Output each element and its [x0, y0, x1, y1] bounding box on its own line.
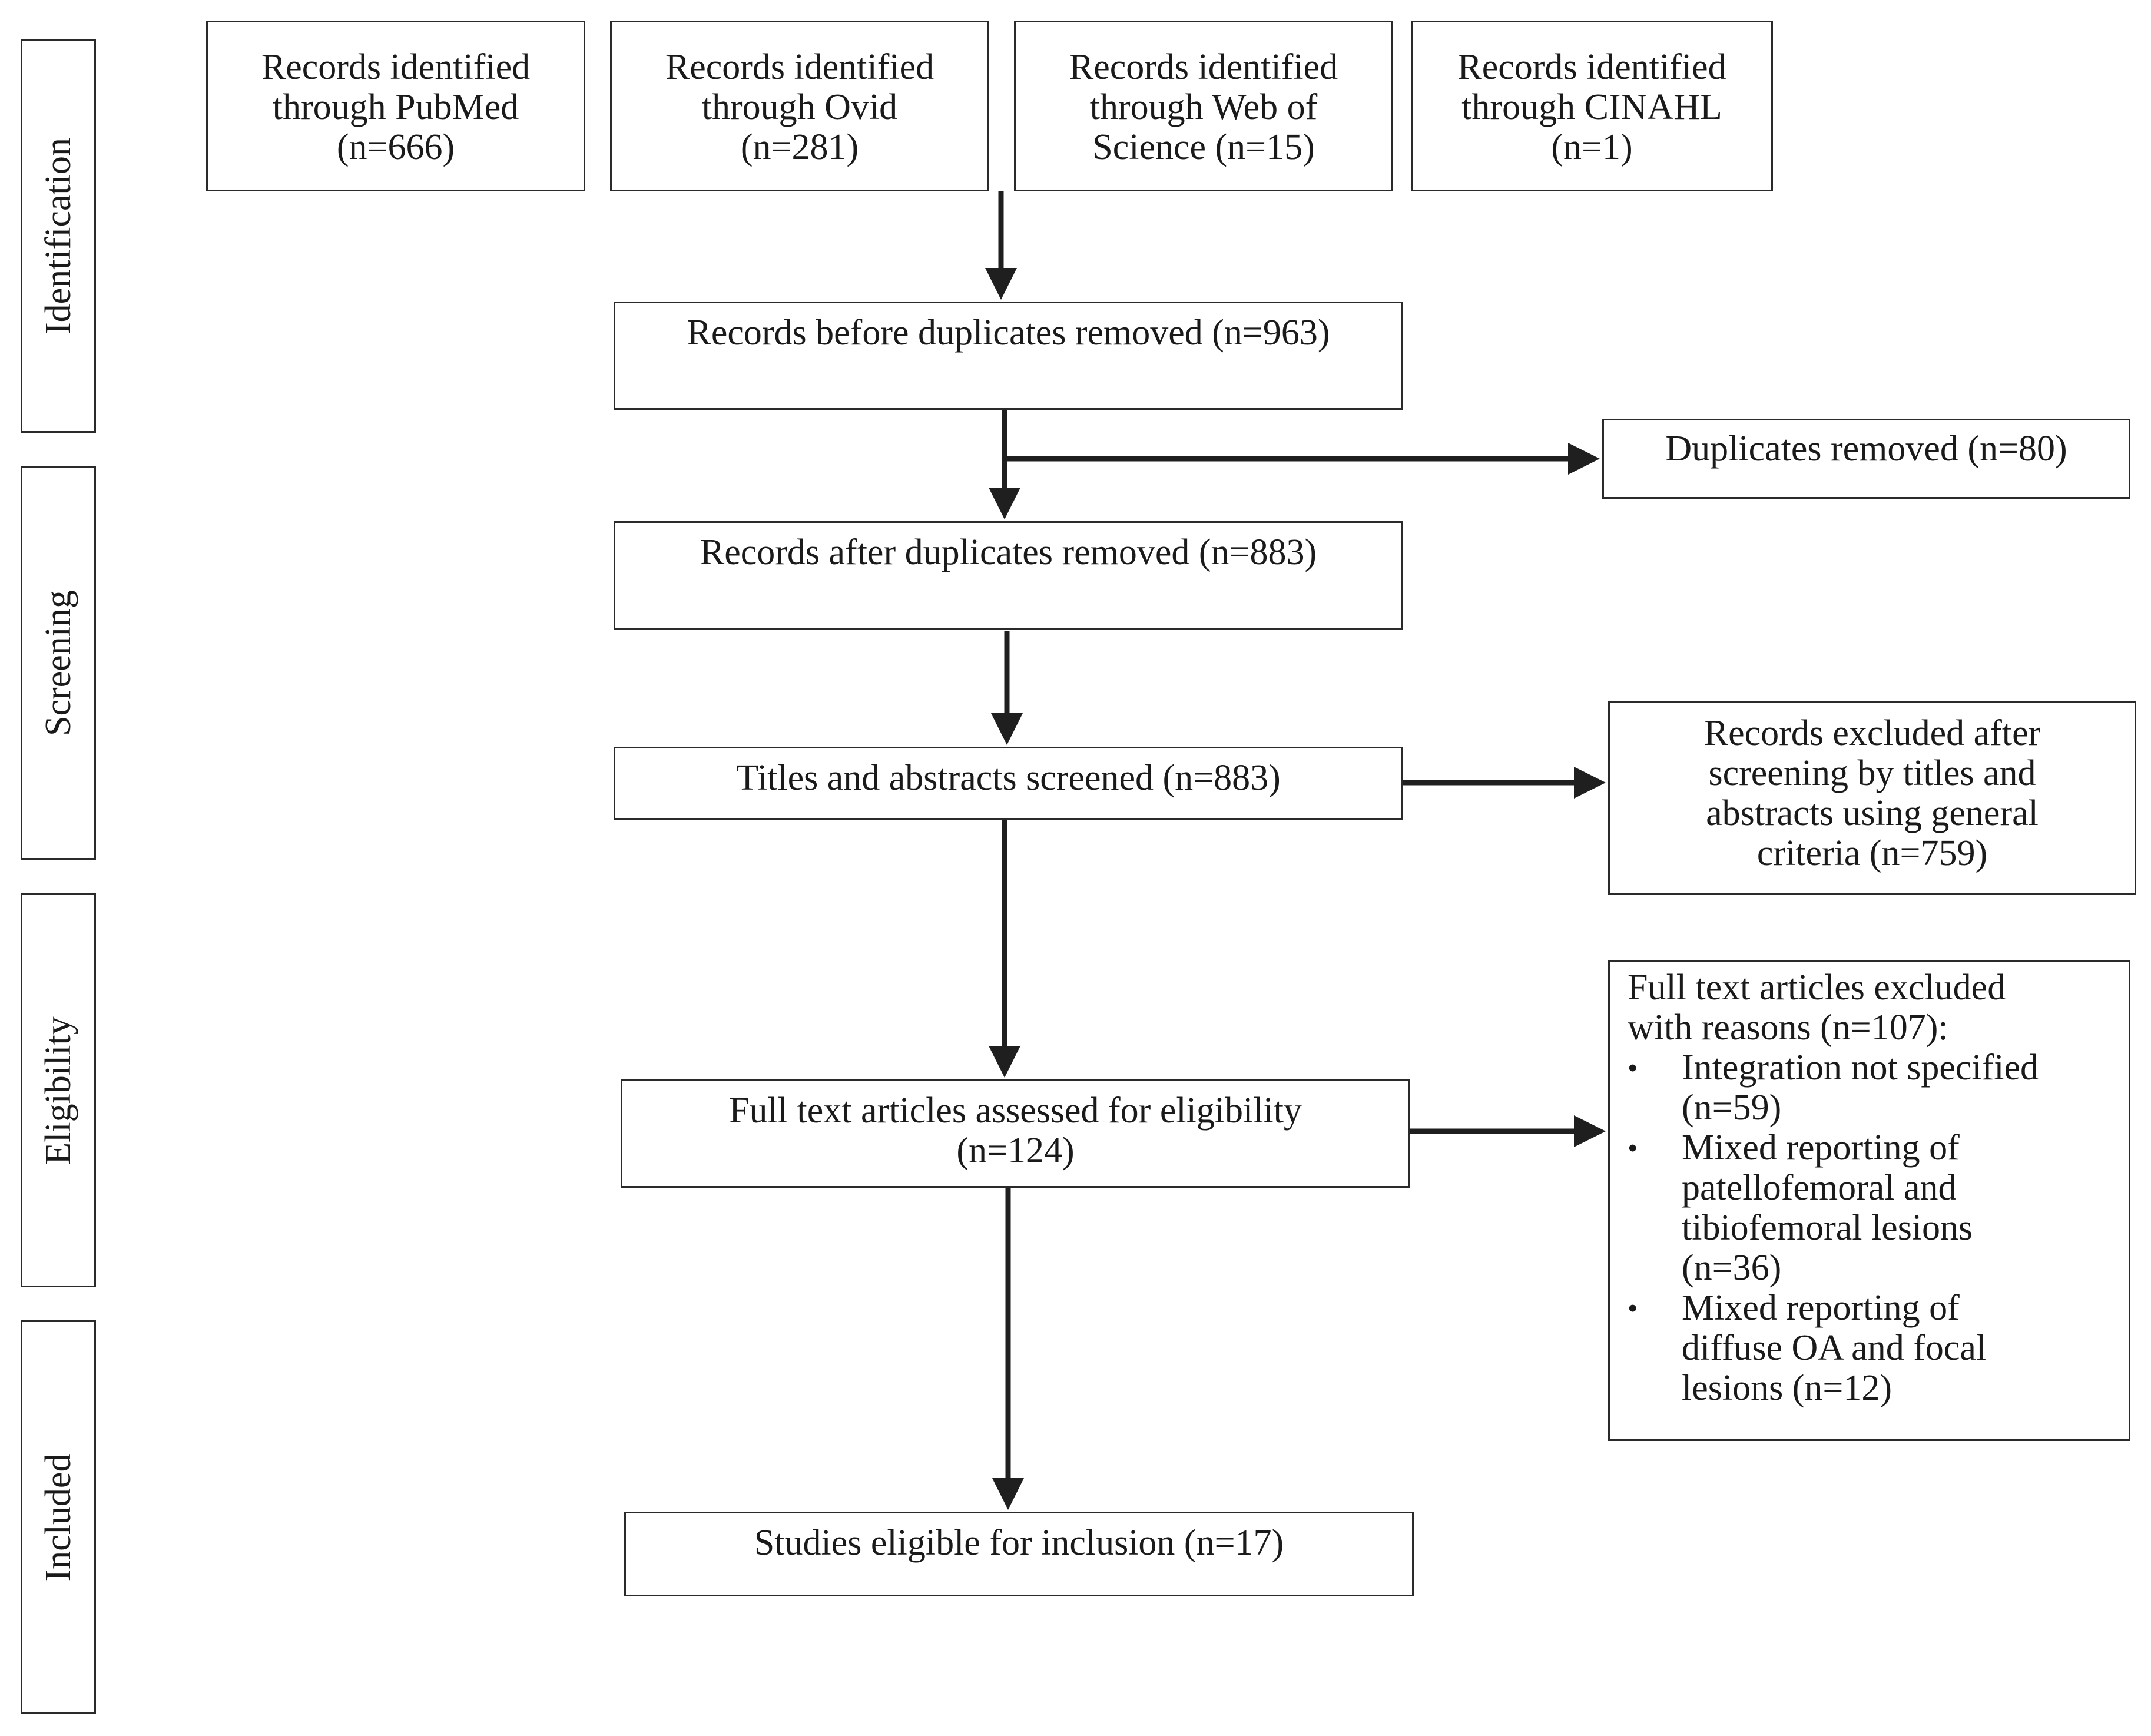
- records-after-duplicates-box: Records after duplicates removed (n=883): [614, 521, 1403, 630]
- titles-abstracts-screened-box: Titles and abstracts screened (n=883): [614, 747, 1403, 820]
- phase-included: Included: [21, 1320, 96, 1714]
- exclusion-reason-3-line-2: diffuse OA and focal: [1682, 1328, 1987, 1368]
- fulltext-excluded-header-line-2: with reasons (n=107):: [1628, 1008, 1948, 1048]
- phase-screening: Screening: [21, 466, 96, 860]
- fulltext-assessed-line-2: (n=124): [956, 1131, 1075, 1171]
- source-pubmed-box: Records identified through PubMed (n=666…: [206, 21, 585, 191]
- screening-excluded-line-1: Records excluded after: [1703, 713, 2041, 753]
- source-cinahl-line-3: (n=1): [1551, 127, 1633, 167]
- records-before-duplicates-text: Records before duplicates removed (n=963…: [687, 313, 1330, 353]
- duplicates-removed-box: Duplicates removed (n=80): [1602, 419, 2130, 499]
- source-ovid-line-3: (n=281): [740, 127, 859, 167]
- fulltext-excluded-header-line-1: Full text articles excluded: [1628, 968, 2006, 1008]
- exclusion-reason-3-line-1: Mixed reporting of: [1682, 1288, 1960, 1328]
- fulltext-assessed-line-1: Full text articles assessed for eligibil…: [729, 1091, 1302, 1131]
- exclusion-reason-1-line-2: (n=59): [1682, 1088, 1782, 1128]
- source-cinahl-line-2: through CINAHL: [1461, 87, 1722, 127]
- screening-excluded-line-3: abstracts using general: [1706, 793, 2039, 833]
- exclusion-reasons-list: Integration not specified (n=59) Mixed r…: [1628, 1048, 2117, 1408]
- source-wos-line-2: through Web of: [1089, 87, 1318, 127]
- source-pubmed-line-3: (n=666): [336, 127, 455, 167]
- source-pubmed-line-1: Records identified: [261, 47, 531, 87]
- exclusion-reason-3-line-3: lesions (n=12): [1682, 1368, 1892, 1408]
- exclusion-reason-2-line-2: patellofemoral and: [1682, 1168, 1957, 1208]
- phase-identification: Identification: [21, 39, 96, 433]
- source-ovid-line-2: through Ovid: [701, 87, 898, 127]
- exclusion-reason-2-line-1: Mixed reporting of: [1682, 1128, 1960, 1168]
- exclusion-reason-item: Integration not specified (n=59): [1628, 1048, 2117, 1128]
- phase-eligibility: Eligibility: [21, 893, 96, 1287]
- records-before-duplicates-box: Records before duplicates removed (n=963…: [614, 302, 1403, 410]
- source-ovid-box: Records identified through Ovid (n=281): [610, 21, 989, 191]
- screening-excluded-line-2: screening by titles and: [1708, 753, 2036, 793]
- source-ovid-line-1: Records identified: [665, 47, 934, 87]
- fulltext-excluded-box: Full text articles excluded with reasons…: [1608, 960, 2130, 1441]
- studies-included-text: Studies eligible for inclusion (n=17): [754, 1523, 1284, 1563]
- source-cinahl-line-1: Records identified: [1457, 47, 1726, 87]
- exclusion-reason-2-line-3: tibiofemoral lesions: [1682, 1208, 1973, 1248]
- source-wos-line-1: Records identified: [1069, 47, 1338, 87]
- fulltext-assessed-box: Full text articles assessed for eligibil…: [621, 1079, 1410, 1188]
- studies-included-box: Studies eligible for inclusion (n=17): [624, 1512, 1414, 1596]
- exclusion-reason-2-line-4: (n=36): [1682, 1248, 1782, 1288]
- duplicates-removed-text: Duplicates removed (n=80): [1665, 429, 2067, 469]
- screening-excluded-line-4: criteria (n=759): [1756, 833, 1988, 873]
- source-pubmed-line-2: through PubMed: [272, 87, 519, 127]
- source-cinahl-box: Records identified through CINAHL (n=1): [1411, 21, 1773, 191]
- screening-excluded-box: Records excluded after screening by titl…: [1608, 701, 2136, 895]
- exclusion-reason-1-line-1: Integration not specified: [1682, 1048, 2039, 1088]
- source-wos-box: Records identified through Web of Scienc…: [1014, 21, 1393, 191]
- exclusion-reason-item: Mixed reporting of diffuse OA and focal …: [1628, 1288, 2117, 1408]
- source-wos-line-3: Science (n=15): [1092, 127, 1315, 167]
- records-after-duplicates-text: Records after duplicates removed (n=883): [700, 532, 1317, 572]
- exclusion-reason-item: Mixed reporting of patellofemoral and ti…: [1628, 1128, 2117, 1288]
- titles-abstracts-screened-text: Titles and abstracts screened (n=883): [736, 758, 1281, 798]
